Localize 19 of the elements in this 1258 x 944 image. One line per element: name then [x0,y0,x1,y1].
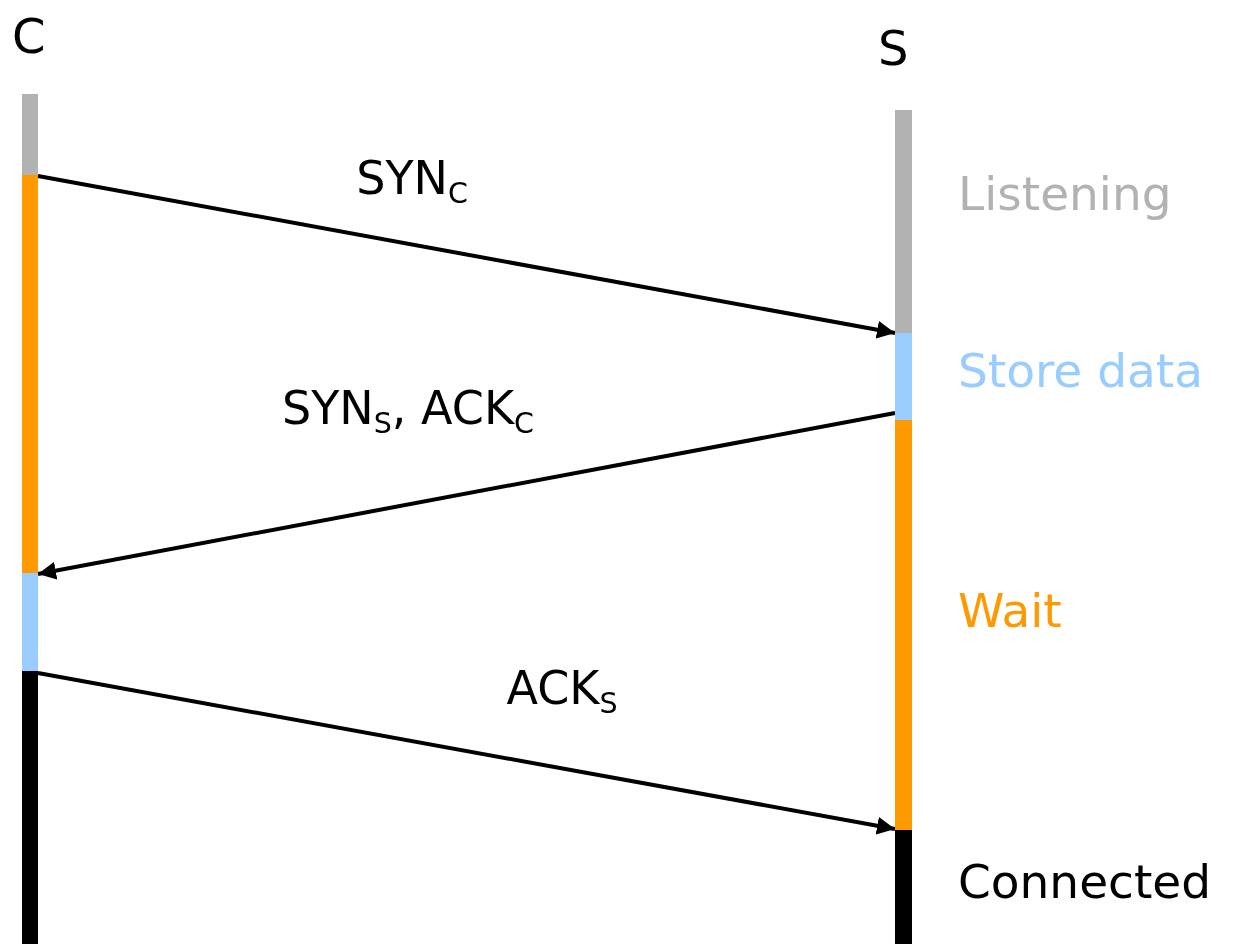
lifeline-segment [895,420,912,830]
message-arrow [37,411,896,580]
lifeline-segment [895,110,912,333]
message-arrow [37,174,896,339]
edge-label: ACK$_{S}$ [506,665,618,711]
state-label: Wait [958,587,1062,634]
edge-label: SYN$_{S}$, ACK$_{C}$ [282,385,534,431]
participant-label: C [12,12,46,60]
participant-label: S [878,24,909,72]
state-label: Connected [958,858,1212,905]
lifeline-segment [895,333,912,420]
message-arrow [37,671,896,835]
lifeline-segment [22,573,38,671]
lifeline-segment [22,671,38,944]
edge-label: SYN$_{C}$ [356,155,468,201]
lifeline-segment [895,830,912,944]
lifeline-segment [22,94,38,175]
lifeline-segment [22,175,38,573]
state-label: Store data [958,347,1204,394]
